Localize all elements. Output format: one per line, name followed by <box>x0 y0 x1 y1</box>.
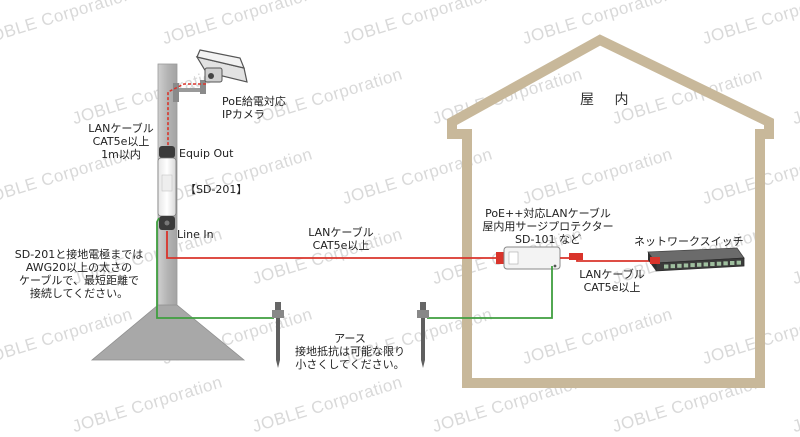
lan-cable-top-line: LANケーブル <box>88 122 154 135</box>
lan-cable-mid-label: LANケーブル CAT5e以上 <box>296 226 386 252</box>
camera-label: PoE給電対応 IPカメラ <box>222 95 286 121</box>
earth-note-line: アース <box>334 332 366 345</box>
protector-label-line: 屋内用サージプロテクター <box>482 220 614 233</box>
network-switch-icon <box>647 247 745 272</box>
ip-camera-icon <box>195 49 248 83</box>
lan-cable-mid-line: CAT5e以上 <box>312 239 370 252</box>
switch-port <box>723 261 728 266</box>
house-outline <box>447 34 774 388</box>
sd201-label: 【SD-201】 <box>185 183 248 196</box>
switch-port <box>677 263 682 268</box>
lan-cable-mid-line: LANケーブル <box>308 226 374 239</box>
protector-label-line: SD-101 など <box>515 233 581 246</box>
lan-cable-main <box>166 231 500 259</box>
ground-wire-left <box>156 217 274 319</box>
protector-label-line: PoE++対応LANケーブル <box>485 207 611 220</box>
equip-out-label: Equip Out <box>179 147 234 160</box>
switch-port <box>670 264 675 269</box>
ground-note: SD-201と接地電極までは AWG20以上の太さの ケーブルで、最短距離で 接… <box>2 248 156 300</box>
earth-note: アース 接地抵抗は可能な限り 小さくしてください。 <box>280 332 420 371</box>
lan-plug-icon <box>569 253 583 260</box>
switch-port <box>730 261 735 265</box>
lan-cable-right-label: LANケーブル CAT5e以上 <box>572 268 652 294</box>
ground-rod-icon <box>272 302 284 368</box>
switch-port <box>690 263 695 268</box>
camera-label-line: IPカメラ <box>222 108 265 121</box>
line-in-label: Line In <box>177 228 214 241</box>
earth-note-line: 接地抵抗は可能な限り <box>295 345 405 358</box>
lan-cable-top-label: LANケーブル CAT5e以上 1m以内 <box>76 122 166 161</box>
ground-note-line: ケーブルで、最短距離で <box>19 274 139 287</box>
lan-cable-right-line: CAT5e以上 <box>583 281 641 294</box>
switch-port <box>683 263 689 268</box>
ground-note-line: SD-201と接地電極までは <box>14 248 144 261</box>
switch-label: ネットワークスイッチ <box>634 235 744 248</box>
ground-wire-right <box>427 266 553 319</box>
camera-label-line: PoE給電対応 <box>222 95 286 108</box>
switch-port <box>736 260 741 265</box>
switch-port <box>697 262 702 267</box>
ground-note-line: AWG20以上の太さの <box>25 261 133 274</box>
switch-port <box>716 261 722 266</box>
diagram-graphics <box>90 34 774 388</box>
switch-port <box>703 262 708 267</box>
camera-bracket <box>173 80 206 102</box>
surge-protector-sd101-icon <box>496 246 561 270</box>
lan-cable-right-line: LANケーブル <box>579 268 645 281</box>
ground-rod-icon <box>417 302 429 368</box>
switch-port <box>710 262 715 267</box>
surge-protector-sd201-icon <box>157 146 177 230</box>
protector-label: PoE++対応LANケーブル 屋内用サージプロテクター SD-101 など <box>468 207 628 246</box>
room-label: 屋 内 <box>580 92 637 108</box>
switch-port <box>664 264 669 269</box>
lan-cable-top-line: CAT5e以上 <box>92 135 150 148</box>
lan-cable-camera <box>167 83 206 146</box>
lan-cable-top-line: 1m以内 <box>101 148 141 161</box>
ground-note-line: 接続してください。 <box>29 287 129 300</box>
earth-note-line: 小さくしてください。 <box>295 358 405 371</box>
